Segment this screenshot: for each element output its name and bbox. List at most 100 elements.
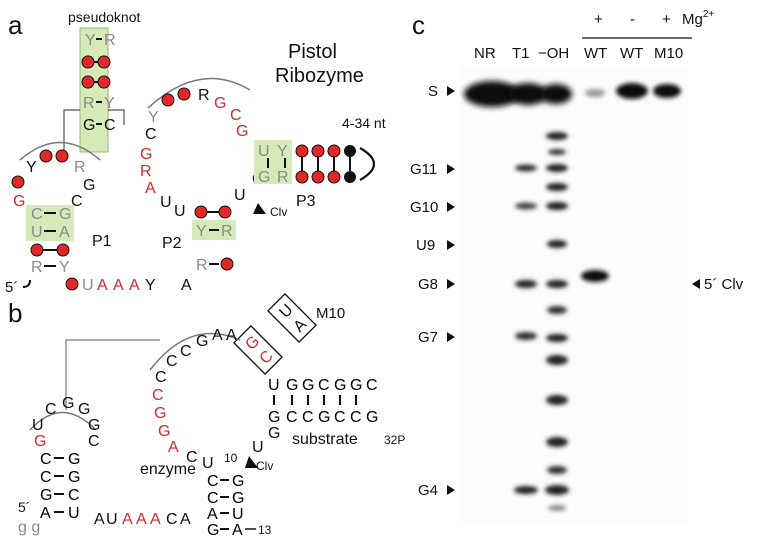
p2-r: R <box>221 223 233 240</box>
b-g-below: G <box>268 425 280 442</box>
mg-sign-1: + <box>594 11 603 28</box>
p1-label: P1 <box>92 233 112 250</box>
loop2-r2: R <box>140 163 152 180</box>
b-ls-3a: A <box>40 505 51 522</box>
b-cu-u: U <box>202 455 214 472</box>
pk-r2: R <box>83 95 95 112</box>
clv-label-b: Clv <box>256 459 273 473</box>
p3-label: P3 <box>296 193 316 210</box>
b-sb-6: G <box>366 409 378 426</box>
ribozyme-title-line1: Pistol <box>288 41 337 63</box>
cleavage-arrow-b <box>245 456 258 468</box>
loop1-y: Y <box>26 159 37 176</box>
b-lk-a4: A <box>150 511 161 528</box>
b-substrate-top: U G G C G G C <box>268 377 378 394</box>
pk-y: Y <box>85 32 96 49</box>
p2-y: Y <box>196 223 207 240</box>
b-lk-a2: A <box>122 511 133 528</box>
mg-label: Mg2+ <box>682 9 714 28</box>
b-lk-a: A <box>94 511 105 528</box>
pk-c: C <box>104 117 116 134</box>
p1-highlight <box>26 205 74 241</box>
b-sb-2: C <box>302 409 314 426</box>
panel-c-label: c <box>412 10 425 40</box>
linker-a4: A <box>181 277 192 294</box>
marker-g11: G11 <box>410 161 437 178</box>
m10-box: U A <box>267 293 317 343</box>
clv-label-c: 5´ Clv <box>704 276 744 293</box>
b-hp-g-red: G <box>34 433 46 450</box>
m10-label: M10 <box>316 305 345 322</box>
b-ls-2b: C <box>68 487 80 504</box>
b-loop-c3: C <box>155 369 167 386</box>
panel-a: a pseudoknot Pistol Ribozyme Y R R Y G C… <box>5 9 386 296</box>
b-sb-0: G <box>268 409 280 426</box>
b-hp-u: U <box>32 417 44 434</box>
p1-a: A <box>59 224 70 241</box>
gc-box: G C <box>233 325 283 375</box>
m10-a: A <box>291 316 311 336</box>
b-loop-g3: G <box>158 423 170 440</box>
linker-y: Y <box>145 277 156 294</box>
b-es-1a: C <box>207 490 219 507</box>
b-loop-c5: C <box>186 449 198 466</box>
b-loop-g: G <box>196 333 208 350</box>
b-st-2: G <box>302 377 314 394</box>
p1-c: C <box>31 206 43 223</box>
lane-m10: M10 <box>654 45 683 62</box>
loop2-u1: U <box>160 194 172 211</box>
num-13: 13 <box>258 523 272 537</box>
b-es-0a: C <box>207 473 219 490</box>
enzyme-label: enzyme <box>140 461 196 478</box>
nt-range: 4-34 nt <box>342 115 386 131</box>
pk-g: G <box>83 117 95 134</box>
gel-bands <box>464 81 681 511</box>
b-hp-c: C <box>45 401 57 418</box>
loop1-r: R <box>74 159 86 176</box>
b-st-4: G <box>334 377 346 394</box>
m10-u: U <box>276 301 296 321</box>
band-s-wt2 <box>616 83 648 99</box>
b-hp-g2: G <box>78 401 90 418</box>
linker-a1: A <box>97 277 108 294</box>
mg-sign-3: + <box>662 11 671 28</box>
b-es-0b: G <box>232 473 244 490</box>
band-s-t1 <box>508 83 548 105</box>
loop2-r: R <box>198 87 210 104</box>
b-sb-3: G <box>318 409 330 426</box>
cleavage-arrow-a <box>253 203 266 214</box>
clv-arrow <box>692 279 700 289</box>
band-s-nr <box>464 81 520 107</box>
marker-u9: U9 <box>416 237 435 254</box>
u-clv: U <box>234 187 246 204</box>
marker-g8: G8 <box>418 276 438 293</box>
b-ls-1a: C <box>40 469 52 486</box>
p2-label: P2 <box>162 235 182 252</box>
b-loop-a2: A <box>212 327 223 344</box>
b-substrate-bonds <box>273 395 357 405</box>
gel-markers: S G11 G10 U9 G8 G7 G4 <box>410 83 455 499</box>
pk-r: R <box>104 32 116 49</box>
loop1-g-red: G <box>13 193 25 210</box>
loop2-c: C <box>230 107 242 124</box>
clv-label-a: Clv <box>270 205 287 219</box>
loop2-g3: G <box>140 146 152 163</box>
pseudoknot-pairs: Y R R Y G C <box>81 32 116 134</box>
p1-u: U <box>31 224 43 241</box>
lane-nr: NR <box>474 45 496 62</box>
panel-b: b M10 U A G C A A G C C C C G G A C U U … <box>8 293 405 539</box>
b-hp-g3: G <box>88 417 100 434</box>
num-10: 10 <box>224 451 238 465</box>
loop2-u2: U <box>174 203 186 220</box>
b-enzyme-stem: C G C G A U G A <box>207 473 244 539</box>
linker-a2: A <box>113 277 124 294</box>
b-es-3b: A <box>232 522 243 539</box>
marker-g10: G10 <box>410 199 438 216</box>
marker-g7: G7 <box>418 329 438 346</box>
panel-a-label: a <box>8 10 23 40</box>
five-prime-b: 5´ <box>18 499 30 515</box>
b-st-3: C <box>318 377 330 394</box>
p32-label: 32P <box>384 433 405 447</box>
b-ls-0b: G <box>68 451 80 468</box>
